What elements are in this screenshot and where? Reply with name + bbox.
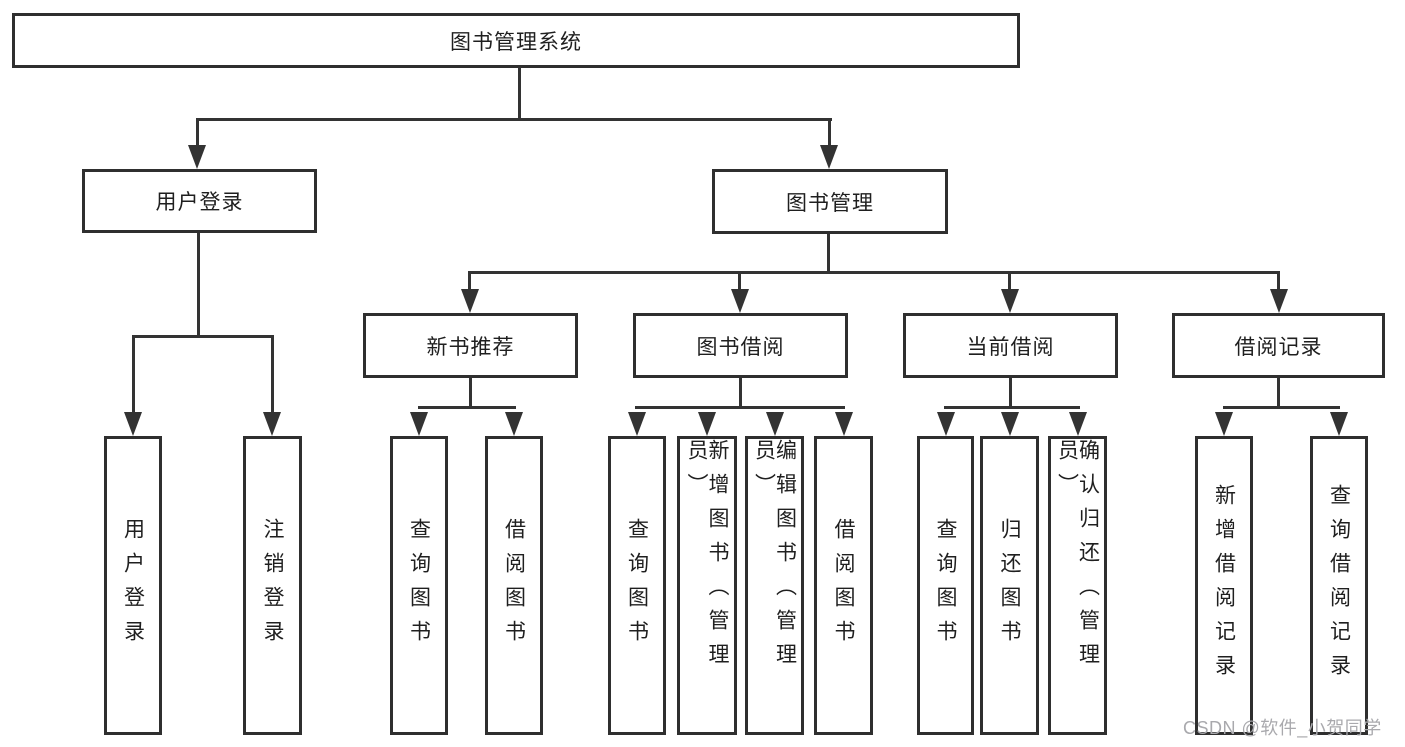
connector-record-stem	[1277, 378, 1280, 409]
connector-current-stem	[1009, 378, 1012, 409]
connector-to-user-login	[196, 118, 199, 148]
leaf-record-query-borrow-record-label: 查询借阅记录	[1327, 483, 1351, 688]
leaf-recommend-borrow-book: 借阅图书	[485, 436, 543, 735]
leaf-current-query-book-label: 查询图书	[934, 517, 957, 654]
node-current-borrow: 当前借阅	[903, 313, 1118, 378]
node-user-login: 用户登录	[82, 169, 317, 233]
connector-recommend-stem	[469, 378, 472, 409]
leaf-recommend-borrow-book-label: 借阅图书	[502, 517, 526, 654]
connector-to-borrow	[738, 271, 741, 293]
leaf-borrow-borrow-book: 借阅图书	[814, 436, 873, 735]
connector-to-leaf-login	[132, 335, 135, 415]
leaf-logout: 注销登录	[243, 436, 302, 735]
connector-record-crossbar	[1223, 406, 1340, 409]
arrowhead-book-manage	[820, 145, 838, 169]
connector-current-crossbar	[944, 406, 1080, 409]
arrowhead-current	[1001, 289, 1019, 313]
connector-to-book-manage	[828, 118, 831, 148]
arrowhead-recommend-query	[410, 412, 428, 436]
leaf-recommend-query-book: 查询图书	[390, 436, 448, 735]
leaf-borrow-add-book-admin-label: 新增图书（管理员）	[685, 439, 729, 677]
arrowhead-current-return	[1001, 412, 1019, 436]
leaf-borrow-query-book: 查询图书	[608, 436, 666, 735]
leaf-current-return-book: 归还图书	[980, 436, 1039, 735]
arrowhead-user-login	[188, 145, 206, 169]
arrowhead-record-add	[1215, 412, 1233, 436]
node-book-manage: 图书管理	[712, 169, 948, 234]
arrowhead-current-confirm	[1069, 412, 1087, 436]
arrowhead-record	[1270, 289, 1288, 313]
connector-borrow-stem	[739, 378, 742, 409]
connector-login-stem	[197, 233, 200, 338]
leaf-borrow-borrow-book-label: 借阅图书	[832, 517, 855, 654]
leaf-record-add-borrow-record: 新增借阅记录	[1195, 436, 1253, 735]
leaf-current-confirm-return-admin-label: 确认归还（管理员）	[1055, 439, 1100, 677]
leaf-borrow-query-book-label: 查询图书	[625, 517, 649, 654]
connector-login-crossbar	[132, 335, 274, 338]
arrowhead-recommend-borrow	[505, 412, 523, 436]
connector-to-recommend	[468, 271, 471, 293]
arrowhead-borrow-edit	[766, 412, 784, 436]
node-borrow-record: 借阅记录	[1172, 313, 1385, 378]
leaf-record-add-borrow-record-label: 新增借阅记录	[1212, 483, 1236, 688]
arrowhead-current-query	[937, 412, 955, 436]
arrowhead-borrow-query	[628, 412, 646, 436]
leaf-current-confirm-return-admin: 确认归还（管理员）	[1048, 436, 1107, 735]
leaf-logout-label: 注销登录	[261, 517, 284, 654]
connector-to-record	[1277, 271, 1280, 293]
connector-recommend-crossbar	[418, 406, 516, 409]
node-book-borrow: 图书借阅	[633, 313, 848, 378]
leaf-borrow-edit-book-admin: 编辑图书（管理员）	[745, 436, 804, 735]
arrowhead-leaf-login	[124, 412, 142, 436]
connector-borrow-crossbar	[635, 406, 845, 409]
arrowhead-leaf-logout	[263, 412, 281, 436]
leaf-record-query-borrow-record: 查询借阅记录	[1310, 436, 1368, 735]
leaf-user-login: 用户登录	[104, 436, 162, 735]
connector-to-leaf-logout	[271, 335, 274, 415]
arrowhead-record-query	[1330, 412, 1348, 436]
leaf-current-return-book-label: 归还图书	[998, 517, 1021, 654]
connector-manage-stem	[827, 234, 830, 273]
csdn-watermark: CSDN @软件_小贺同学	[1183, 718, 1382, 738]
node-root: 图书管理系统	[12, 13, 1020, 68]
arrowhead-borrow	[731, 289, 749, 313]
leaf-user-login-label: 用户登录	[121, 517, 145, 654]
arrowhead-borrow-add	[698, 412, 716, 436]
connector-manage-crossbar	[469, 271, 1280, 274]
leaf-current-query-book: 查询图书	[917, 436, 974, 735]
connector-to-current	[1008, 271, 1011, 293]
connector-root-crossbar	[196, 118, 832, 121]
connector-root-stem	[518, 67, 521, 121]
arrowhead-borrow-borrow	[835, 412, 853, 436]
leaf-borrow-add-book-admin: 新增图书（管理员）	[677, 436, 737, 735]
node-new-book-recommend: 新书推荐	[363, 313, 578, 378]
leaf-recommend-query-book-label: 查询图书	[407, 517, 431, 654]
leaf-borrow-edit-book-admin-label: 编辑图书（管理员）	[752, 439, 797, 677]
arrowhead-recommend	[461, 289, 479, 313]
